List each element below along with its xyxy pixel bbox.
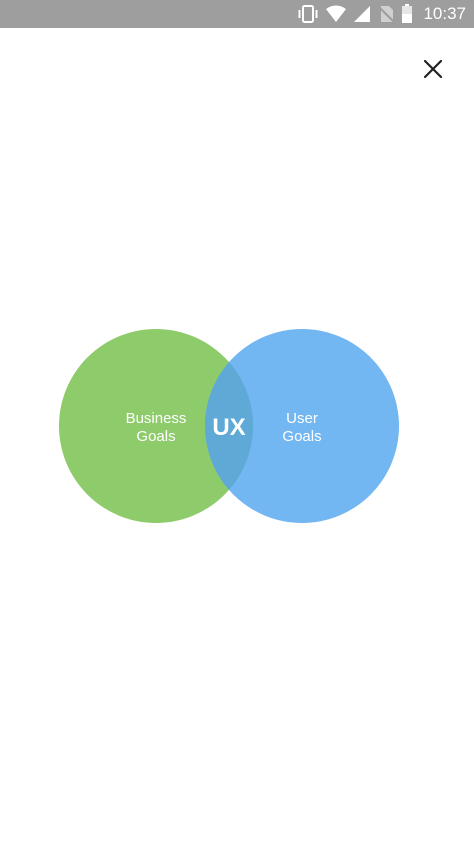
battery-icon [401, 4, 413, 24]
business-goals-label-line1: Business [126, 410, 187, 427]
status-icons: 10:37 [297, 0, 466, 28]
wifi-icon [325, 5, 347, 23]
status-bar: 10:37 [0, 0, 474, 28]
user-goals-circle [205, 329, 399, 523]
business-goals-label-line2: Goals [136, 428, 175, 445]
close-button[interactable] [414, 52, 452, 90]
close-icon [423, 59, 443, 84]
ux-label: UX [212, 414, 245, 441]
user-goals-label-line2: Goals [282, 428, 321, 445]
vibrate-icon [297, 5, 319, 23]
venn-diagram: Business Goals UX User Goals [59, 329, 399, 523]
signal-icon [353, 5, 371, 23]
status-time: 10:37 [423, 4, 466, 23]
no-sim-icon [377, 5, 396, 23]
user-goals-label-line1: User [286, 410, 318, 427]
business-goals-circle [59, 329, 253, 523]
